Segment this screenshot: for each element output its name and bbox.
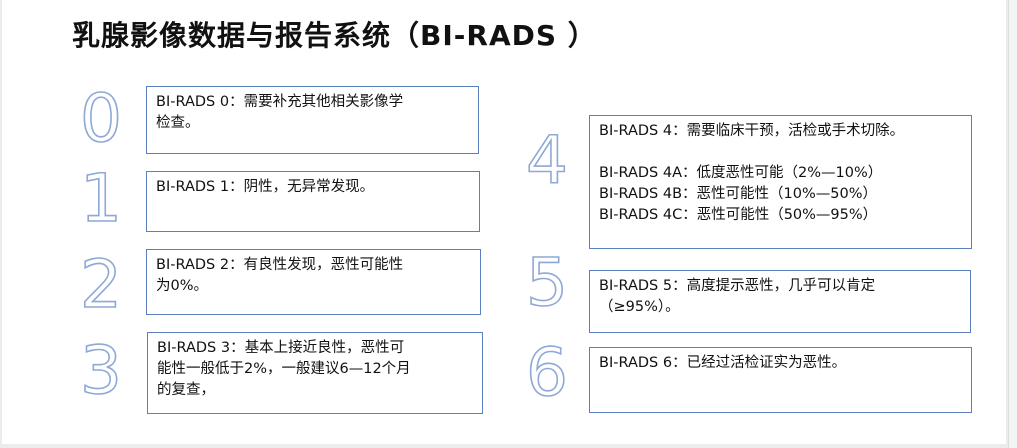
birads-6-line-1: BI-RADS 6：已经过活检证实为恶性。 [599,355,847,371]
birads-1-box: BI-RADS 1：阴性，无异常发现。 [146,171,480,232]
birads-5-line-2: （≥95%）。 [599,299,680,315]
birads-3-box: BI-RADS 3：基本上接近良性，恶性可 能性一般低于2%，一般建议6—12个… [147,332,483,414]
page-title: 乳腺影像数据与报告系统（BI-RADS ） [72,19,597,52]
slide: 乳腺影像数据与报告系统（BI-RADS ） 0 1 2 3 4 5 6 BI-R… [2,0,1006,444]
birads-2-line-2: 为0%。 [156,278,209,294]
birads-4c-line: BI-RADS 4C：恶性可能性（50%—95%） [599,207,878,223]
birads-4-spacer [599,142,962,163]
birads-6-box: BI-RADS 6：已经过活检证实为恶性。 [589,347,972,413]
birads-0-line-2: 检查。 [156,115,200,131]
category-digit-2: 2 [79,246,123,323]
category-digit-0: 0 [79,80,123,157]
birads-2-box: BI-RADS 2：有良性发现，恶性可能性 为0%。 [146,249,481,315]
birads-4b-line: BI-RADS 4B：恶性可能性（10%—50%） [599,186,877,202]
birads-0-line-1: BI-RADS 0：需要补充其他相关影像学 [156,94,404,110]
birads-1-line-1: BI-RADS 1：阴性，无异常发现。 [156,179,375,195]
category-digit-3: 3 [79,332,123,409]
vertical-scrollbar[interactable] [1008,0,1017,448]
category-digit-5: 5 [525,244,569,321]
category-digit-4: 4 [525,122,569,199]
birads-5-line-1: BI-RADS 5：高度提示恶性，几乎可以肯定 [599,278,876,294]
birads-0-box: BI-RADS 0：需要补充其他相关影像学 检查。 [146,86,479,154]
birads-5-box: BI-RADS 5：高度提示恶性，几乎可以肯定 （≥95%）。 [589,270,971,333]
category-digit-1: 1 [79,160,123,237]
birads-4a-line: BI-RADS 4A：低度恶性可能（2%—10%） [599,165,883,181]
birads-3-line-2: 能性一般低于2%，一般建议6—12个月 [157,361,411,377]
birads-3-line-3: 的复查， [157,382,215,398]
birads-4-line-1: BI-RADS 4：需要临床干预，活检或手术切除。 [599,123,905,139]
birads-4-box: BI-RADS 4：需要临床干预，活检或手术切除。 BI-RADS 4A：低度恶… [589,115,972,249]
birads-2-line-1: BI-RADS 2：有良性发现，恶性可能性 [156,257,404,273]
birads-3-line-1: BI-RADS 3：基本上接近良性，恶性可 [157,340,405,356]
category-digit-6: 6 [525,334,569,411]
